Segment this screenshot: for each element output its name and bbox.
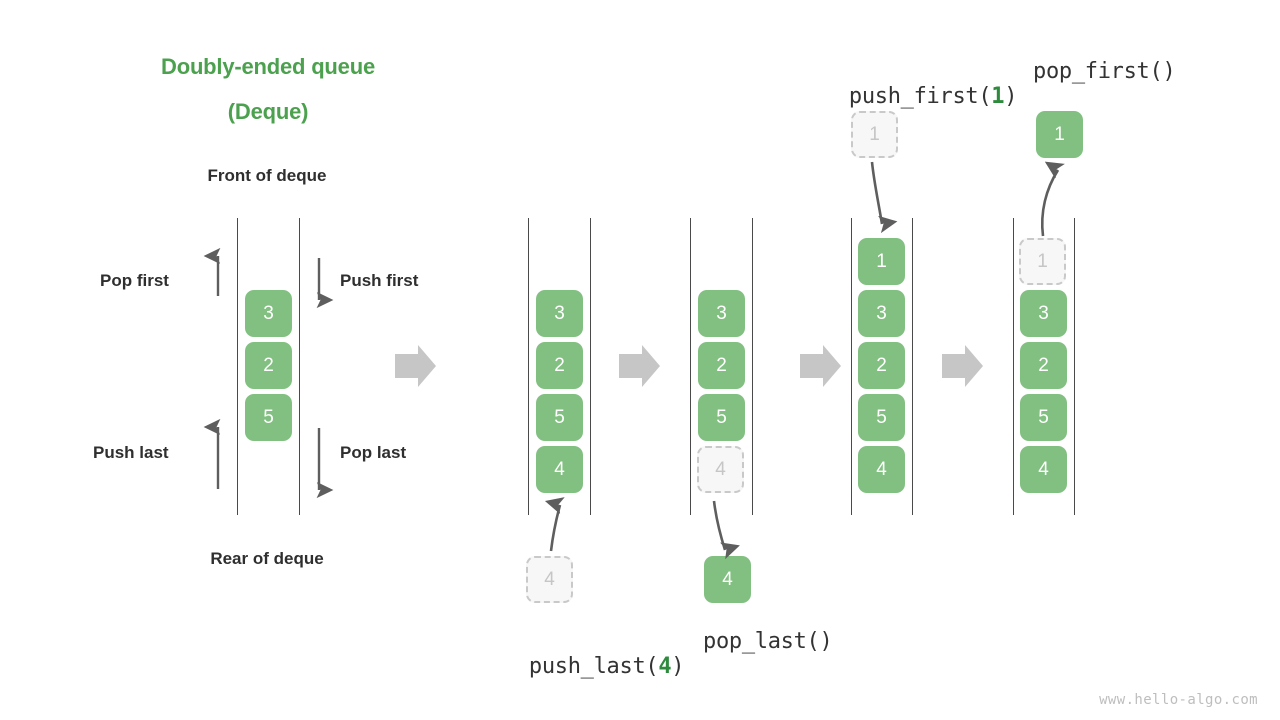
deque-item: 2: [1020, 342, 1067, 389]
push-last-caption: push_last(4): [503, 629, 685, 679]
deque-rail-right: [912, 218, 913, 515]
deque-item: 4: [858, 446, 905, 493]
deque-rail-right: [590, 218, 591, 515]
transition-arrow: [942, 345, 983, 387]
watermark: www.hello-algo.com: [1099, 692, 1258, 708]
popped-last-ghost-box: 4: [697, 446, 744, 493]
popped-first-ghost-box: 1: [1019, 238, 1066, 285]
deque-item: 2: [245, 342, 292, 389]
deque-item: 5: [698, 394, 745, 441]
diagram-title-line2: (Deque): [227, 99, 309, 124]
transition-arrow: [395, 345, 436, 387]
pop-last-result-box: 4: [704, 556, 751, 603]
deque-item: 5: [245, 394, 292, 441]
push-last-caption-close: ): [671, 654, 685, 679]
deque-rail-right: [1074, 218, 1075, 515]
deque-item: 3: [536, 290, 583, 337]
deque-rail-left: [1013, 218, 1014, 515]
deque-rail-right: [299, 218, 300, 515]
front-of-deque-label: Front of deque: [207, 166, 327, 185]
push-first-caption-close: ): [1004, 84, 1018, 109]
pop-last-label: Pop last: [340, 443, 407, 462]
deque-item: 2: [536, 342, 583, 389]
deque-item: 5: [536, 394, 583, 441]
deque-item: 3: [858, 290, 905, 337]
push-first-caption-arg: 1: [991, 84, 1005, 109]
push-last-caption-arg: 4: [658, 654, 672, 679]
push-first-caption: push_first(1): [823, 59, 1018, 109]
deque-item: 2: [698, 342, 745, 389]
push-first-caption-name: push_first(: [848, 84, 992, 109]
deque-item: 3: [1020, 290, 1067, 337]
pop-first-motion-arrow: [1041, 170, 1058, 237]
deque-item: 4: [536, 446, 583, 493]
deque-item: 2: [858, 342, 905, 389]
push-last-motion-arrow: [551, 505, 560, 552]
deque-item: 5: [858, 394, 905, 441]
pop-last-motion-arrow: [712, 500, 725, 550]
deque-item: 3: [698, 290, 745, 337]
transition-arrow: [800, 345, 841, 387]
deque-item: 1: [858, 238, 905, 285]
push-last-label: Push last: [93, 443, 169, 462]
push-last-source-box: 4: [526, 556, 573, 603]
deque-rail-left: [237, 218, 238, 515]
pop-last-caption: pop_last(): [703, 629, 833, 654]
transition-arrow: [619, 345, 660, 387]
pop-first-result-box: 1: [1036, 111, 1083, 158]
pop-first-caption: pop_first(): [1033, 59, 1176, 84]
deque-rail-left: [690, 218, 691, 515]
deque-rail-left: [851, 218, 852, 515]
deque-rail-right: [752, 218, 753, 515]
rear-of-deque-label: Rear of deque: [210, 549, 324, 568]
push-first-motion-arrow: [870, 161, 882, 224]
diagram-title-line1: Doubly-ended queue: [161, 54, 375, 79]
push-last-caption-name: push_last(: [528, 654, 659, 679]
deque-rail-left: [528, 218, 529, 515]
deque-item: 5: [1020, 394, 1067, 441]
push-first-source-box: 1: [851, 111, 898, 158]
deque-item: 4: [1020, 446, 1067, 493]
deque-item: 3: [245, 290, 292, 337]
pop-first-label: Pop first: [100, 271, 169, 290]
push-first-label: Push first: [340, 271, 419, 290]
